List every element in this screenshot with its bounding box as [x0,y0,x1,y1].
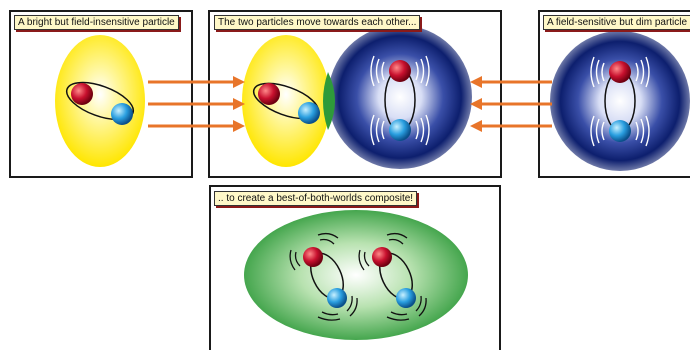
red-atom-icon [372,247,392,267]
blue-atom-icon [111,103,133,125]
blue-atom-icon [389,119,411,141]
blue-glow-icon [550,31,690,171]
red-atom-icon [389,60,411,82]
red-atom-icon [609,61,631,83]
caption-dim-particle: A field-sensitive but dim particle [543,15,690,30]
red-atom-icon [71,83,93,105]
green-glow-icon [244,210,468,340]
blue-atom-icon [298,102,320,124]
blue-atom-icon [396,288,416,308]
red-atom-icon [303,247,323,267]
caption-particles-approach: The two particles move towards each othe… [214,15,420,30]
blue-atom-icon [327,288,347,308]
caption-composite: .. to create a best-of-both-worlds compo… [214,191,417,206]
blue-glow-icon [328,25,472,169]
red-atom-icon [258,83,280,105]
blue-atom-icon [609,120,631,142]
yellow-glow-icon [242,35,330,167]
yellow-glow-icon [55,35,145,167]
caption-bright-particle: A bright but field-insensitive particle [14,15,179,30]
